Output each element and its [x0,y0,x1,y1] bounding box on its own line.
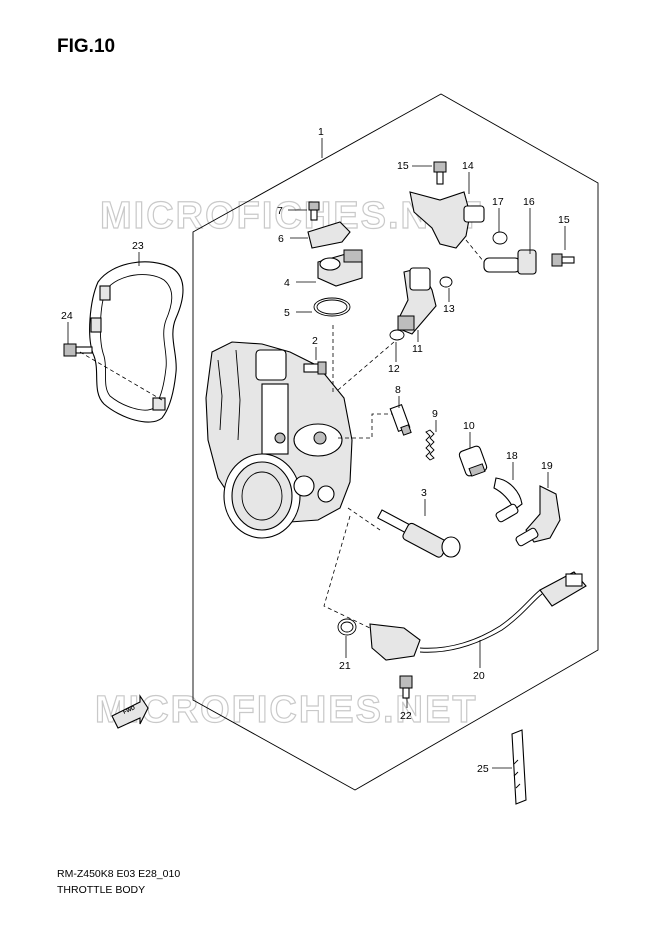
callout-6: 6 [278,233,284,245]
callout-11: 11 [412,343,423,355]
callout-9: 9 [432,408,438,420]
figure-title: FIG.10 [57,36,115,57]
callout-19: 19 [541,460,553,472]
part-20-sensor [369,571,587,661]
part-21-o-ring [337,618,357,636]
part-25-clamp [511,729,527,805]
fwd-label: FWD [122,705,136,716]
assembly-boundary [192,93,599,791]
callout-8: 8 [395,384,401,396]
callout-25: 25 [477,763,489,775]
part-10-fitting [458,445,488,477]
dash-line [347,507,381,531]
part-12-seal [389,329,405,341]
callout-1: 1 [318,126,324,138]
part-11-injector [397,267,437,335]
part-5-o-ring [313,297,351,317]
callout-3: 3 [421,487,427,499]
part-2-screw [303,361,327,375]
callout-14: 14 [462,160,474,172]
part-19-elbow [515,485,561,547]
part-18-hose [493,477,523,523]
callout-5: 5 [284,307,290,319]
part-8-pin [389,403,412,436]
callout-17: 17 [492,196,504,208]
dash-line [323,515,371,629]
part-7-screw [308,201,320,221]
callout-15a: 15 [397,160,409,172]
part-3-adjuster [377,509,461,558]
dash-line [338,413,392,439]
callout-10: 10 [463,420,475,432]
callout-4: 4 [284,277,290,289]
callout-20: 20 [473,670,485,682]
part-23-cover [89,261,184,423]
callout-21: 21 [339,660,351,672]
callout-16: 16 [523,196,535,208]
part-22-bolt [399,675,413,699]
callout-24: 24 [61,310,73,322]
fwd-arrow-icon: FWD [111,694,149,729]
callout-13: 13 [443,303,455,315]
part-15a-bolt [433,161,447,185]
callout-2: 2 [312,335,318,347]
callout-7: 7 [277,205,283,217]
part-13-o-ring [439,276,453,288]
part-9-spring [425,429,435,461]
dash-line [465,239,485,263]
part-16-union [483,249,537,275]
watermark-bottom: MICROFICHES.NET [95,689,478,731]
part-24-bolt [63,343,93,357]
part-17-o-ring [492,231,508,245]
callout-18: 18 [506,450,518,462]
callout-22: 22 [400,710,412,722]
part-6-bracket [307,221,351,249]
throttle-body [205,341,353,539]
footer-caption: THROTTLE BODY [57,884,145,896]
part-15b-bolt [551,253,575,267]
callout-15b: 15 [558,214,570,226]
dash-line [337,341,395,391]
part-4-cap [317,249,363,287]
footer-code: RM-Z450K8 E03 E28_010 [57,868,180,880]
callout-12: 12 [388,363,400,375]
callout-23: 23 [132,240,144,252]
part-14-delivery-pipe [409,191,485,249]
dash-line [79,351,163,401]
